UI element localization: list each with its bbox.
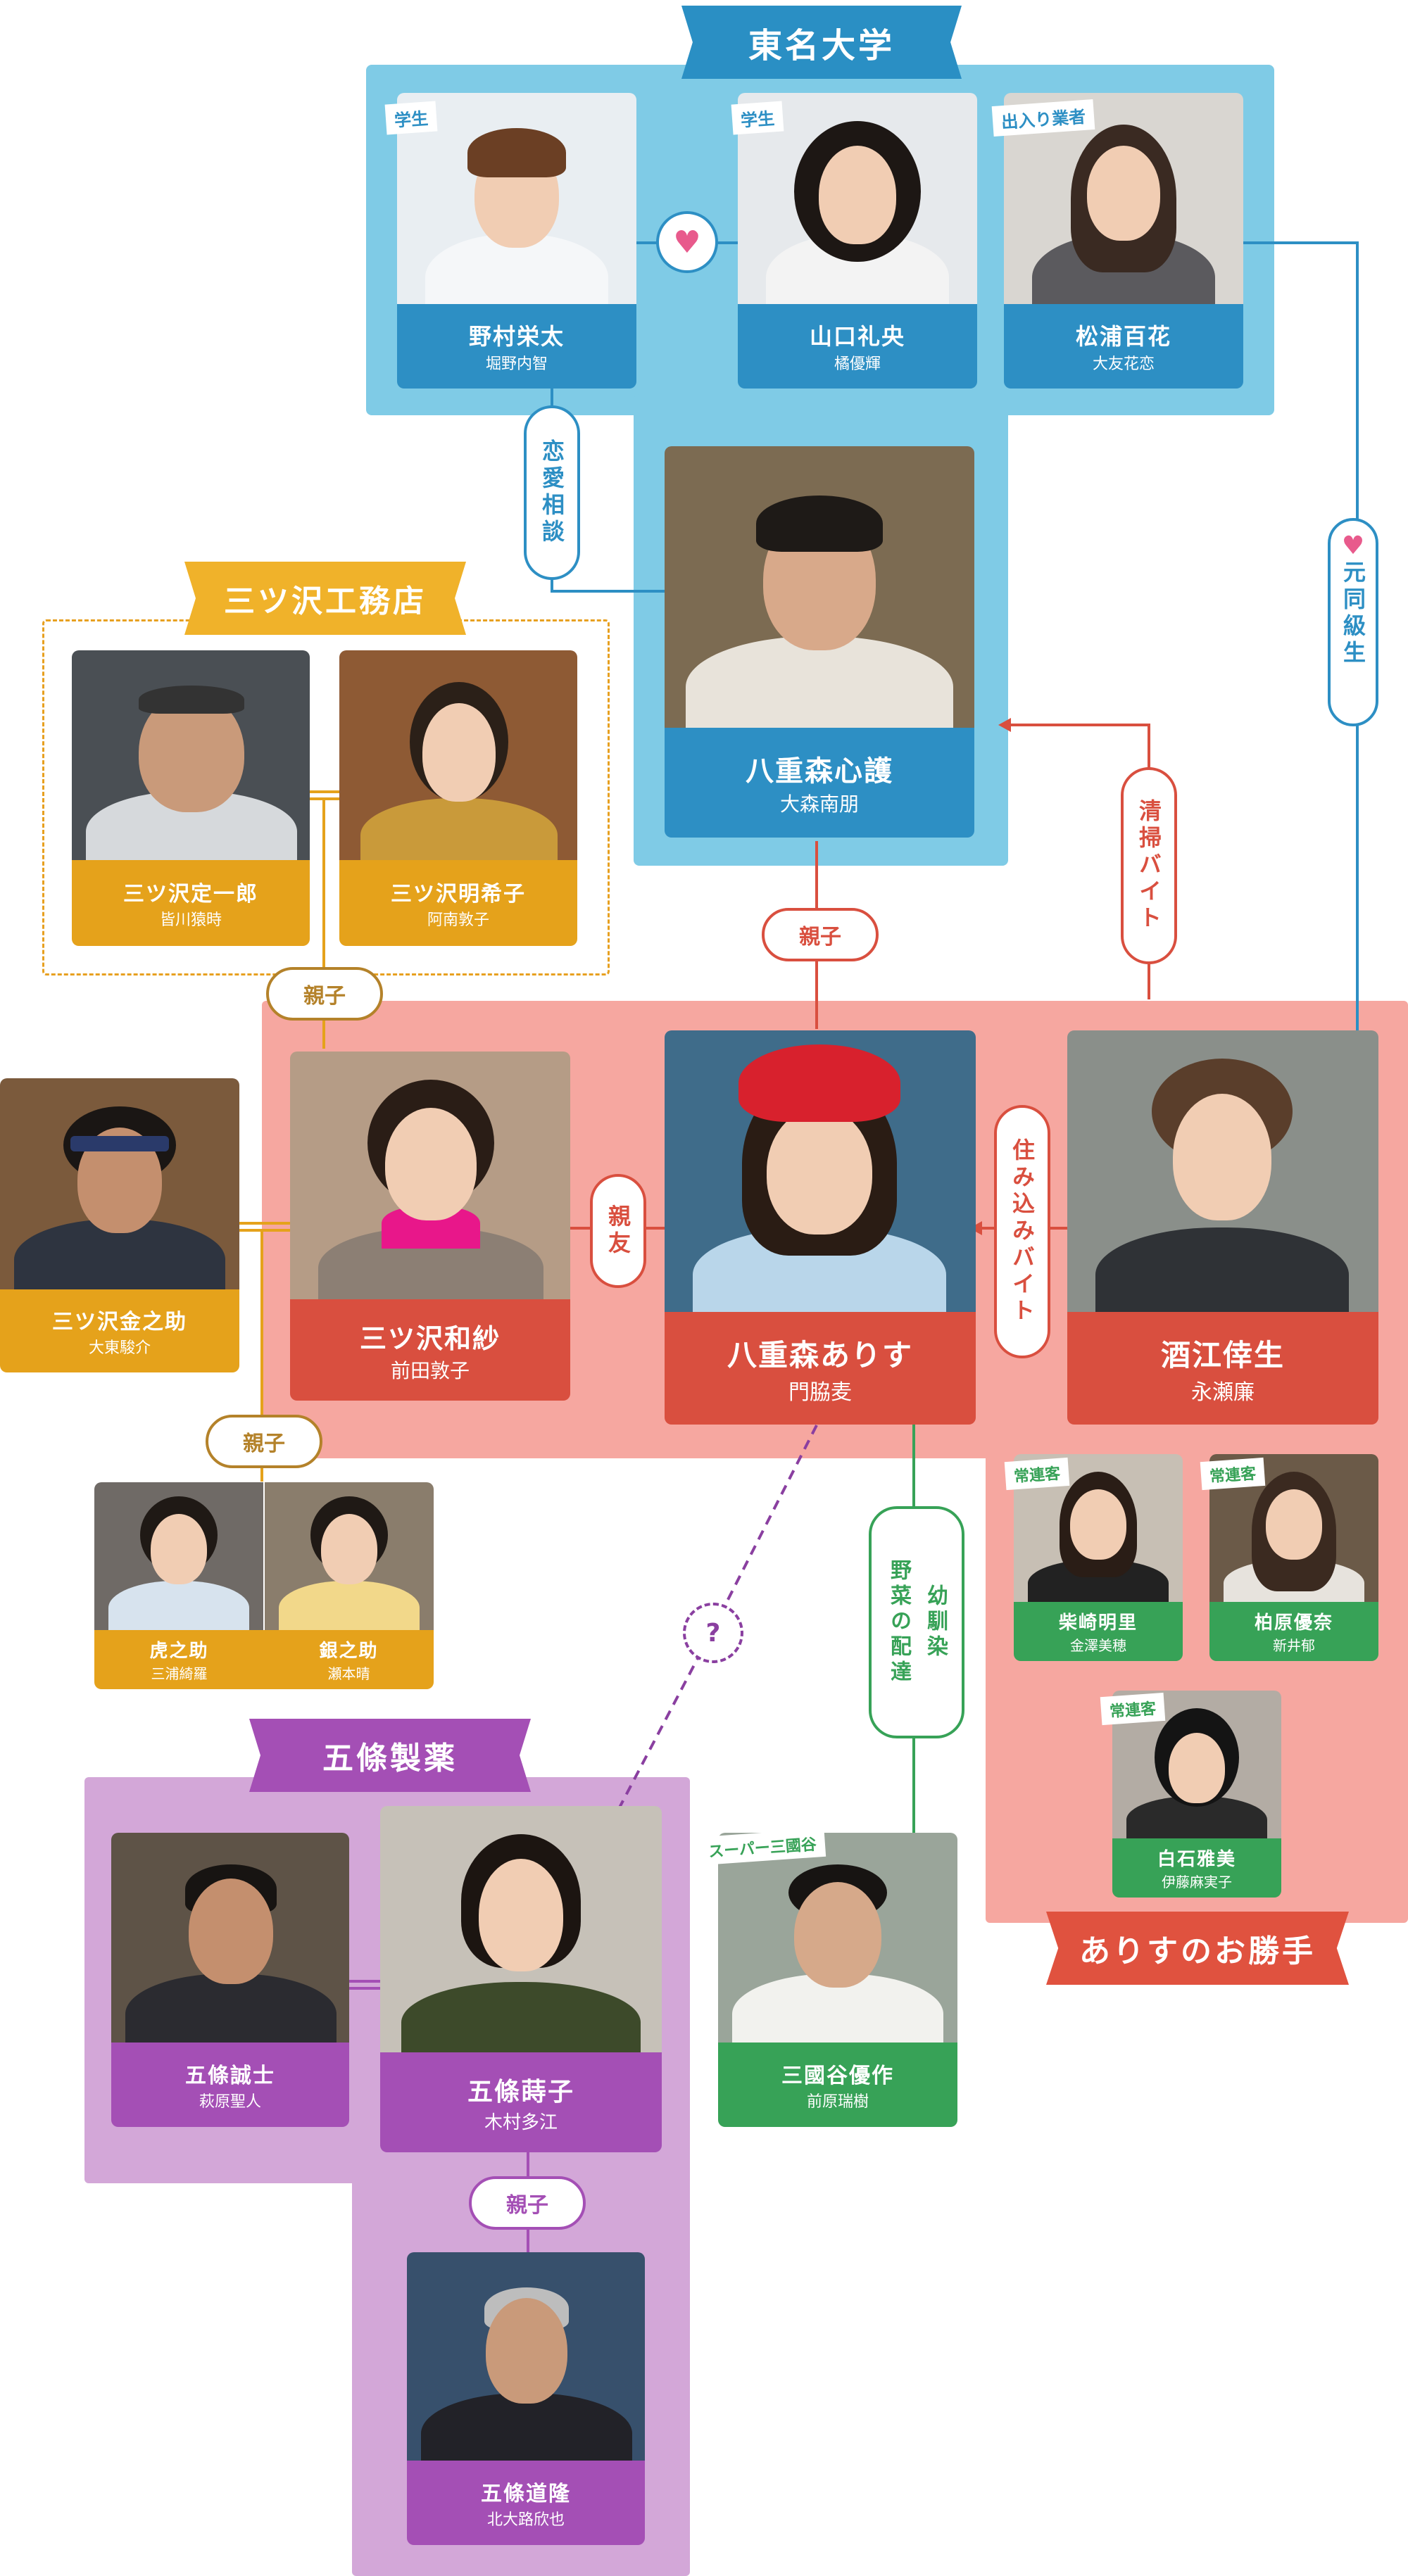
actor-name: 門脇麦 xyxy=(788,1375,852,1406)
character-card-gojo-yoshiko[interactable]: 五條蒔子 木村多江 xyxy=(380,1806,662,2152)
actor-name: 堀野内智 xyxy=(486,351,548,374)
portrait-photo xyxy=(665,446,974,728)
character-card-nomura[interactable]: 野村栄太 堀野内智 xyxy=(397,93,636,389)
character-name: 虎之助 xyxy=(149,1636,208,1662)
portrait-photo xyxy=(0,1078,239,1289)
character-name: 野村栄太 xyxy=(469,319,565,351)
relation-moto-doukyuusei: ♥ 元同級生 xyxy=(1328,518,1378,726)
actor-name: 新井郁 xyxy=(1273,1634,1315,1655)
character-card-mitsuzawa-akiko[interactable]: 三ツ沢明希子 阿南敦子 xyxy=(339,650,577,946)
actor-name: 皆川猿時 xyxy=(160,907,222,930)
character-card-sakae-ryo[interactable]: 酒江倖生 永瀬廉 xyxy=(1067,1030,1378,1425)
group-banner-tomei: 東名大学 xyxy=(681,6,962,79)
relation-question: ? xyxy=(683,1603,743,1663)
actor-name: 橘優輝 xyxy=(834,351,881,374)
portrait-photo xyxy=(380,1806,662,2052)
character-name: 三ツ沢和紗 xyxy=(360,1317,501,1356)
relation-oyako-mitsuzawa: 親子 xyxy=(266,967,383,1021)
actor-name: 大森南朋 xyxy=(780,789,859,817)
character-name: 八重森ありす xyxy=(727,1332,913,1375)
character-card-matsuura[interactable]: 松浦百花 大友花恋 xyxy=(1004,93,1243,389)
actor-name: 北大路欣也 xyxy=(487,2507,565,2530)
tag-regular-shibasaki: 常連客 xyxy=(1005,1458,1070,1490)
actor-name: 前田敦子 xyxy=(391,1356,470,1384)
portrait-photo-toranosuke xyxy=(94,1482,263,1630)
character-name: 酒江倖生 xyxy=(1161,1332,1285,1375)
character-card-yaemori-shingo[interactable]: 八重森心護 大森南朋 xyxy=(665,446,974,838)
tag-regular-kashiwabara: 常連客 xyxy=(1200,1458,1266,1490)
character-card-mitsuzawa-teiichiro[interactable]: 三ツ沢定一郎 皆川猿時 xyxy=(72,650,310,946)
actor-name: 瀬本晴 xyxy=(328,1662,370,1683)
actor-name: 大東駿介 xyxy=(89,1335,151,1358)
character-name: 三ツ沢明希子 xyxy=(391,876,526,907)
character-name: 山口礼央 xyxy=(810,319,905,351)
portrait-photo xyxy=(111,1833,349,2043)
character-name: 五條道隆 xyxy=(481,2476,571,2507)
portrait-photo xyxy=(290,1052,570,1299)
relation-shinyu: 親友 xyxy=(590,1174,646,1288)
actor-name: 大友花恋 xyxy=(1093,351,1155,374)
relation-seisou-baito: 清掃バイト xyxy=(1121,767,1177,964)
actor-name: 萩原聖人 xyxy=(199,2089,261,2111)
relation-moto-doukyuusei-label: 元同級生 xyxy=(1337,560,1369,667)
relation-oyako-gojo: 親子 xyxy=(469,2176,586,2230)
character-name: 柏原優奈 xyxy=(1255,1608,1333,1634)
character-name: 三ツ沢定一郎 xyxy=(123,876,258,907)
character-card-yamaguchi[interactable]: 山口礼央 橘優輝 xyxy=(738,93,977,389)
relation-oyako-shingo-arisu: 親子 xyxy=(762,908,879,961)
actor-name: 前原瑞樹 xyxy=(807,2089,869,2111)
tag-student-nomura: 学生 xyxy=(385,101,438,135)
tag-student-yamaguchi: 学生 xyxy=(731,101,784,135)
relation-osananajimi-label: 幼馴染 xyxy=(919,1584,950,1660)
relation-sumikomi-baito: 住み込みバイト xyxy=(994,1105,1050,1358)
portrait-photo xyxy=(665,1030,976,1312)
character-name: 五條誠士 xyxy=(185,2058,275,2089)
character-name: 三ツ沢金之助 xyxy=(52,1304,187,1335)
tag-regular-shiraishi: 常連客 xyxy=(1100,1693,1166,1725)
group-banner-gojo: 五條製薬 xyxy=(249,1719,531,1792)
character-card-gojo-michitaka[interactable]: 五條道隆 北大路欣也 xyxy=(407,2252,645,2545)
group-banner-mitsuzawa: 三ツ沢工務店 xyxy=(184,562,466,635)
portrait-photo xyxy=(339,650,577,860)
character-card-gojo-seiji[interactable]: 五條誠士 萩原聖人 xyxy=(111,1833,349,2127)
portrait-photo xyxy=(407,2252,645,2461)
heart-badge: ♥ xyxy=(656,211,718,273)
character-name: 白石雅美 xyxy=(1157,1845,1236,1871)
actor-name: 阿南敦子 xyxy=(427,907,489,930)
group-banner-arisu: ありすのお勝手 xyxy=(1046,1912,1349,1985)
character-name: 五條蒔子 xyxy=(467,2071,574,2108)
actor-name: 金澤美穂 xyxy=(1070,1634,1126,1655)
character-card-mitsuzawa-kazusa[interactable]: 三ツ沢和紗 前田敦子 xyxy=(290,1052,570,1401)
character-card-yaemori-arisu[interactable]: 八重森ありす 門脇麦 xyxy=(665,1030,976,1425)
portrait-photo xyxy=(718,1833,957,2043)
character-name: 八重森心護 xyxy=(746,748,893,789)
character-card-mikuniya[interactable]: 三國谷優作 前原瑞樹 xyxy=(718,1833,957,2127)
portrait-photo-ginnosuke xyxy=(265,1482,434,1630)
relation-oyako-kazusa: 親子 xyxy=(206,1415,322,1468)
relation-yasai-haitatsu-label: 野菜の配達 xyxy=(883,1559,914,1686)
character-name: 松浦百花 xyxy=(1076,319,1171,351)
portrait-photo xyxy=(1067,1030,1378,1312)
relation-renai-soudan: 恋愛相談 xyxy=(524,405,580,580)
character-name: 柴崎明里 xyxy=(1059,1608,1138,1634)
actor-name: 三浦綺羅 xyxy=(151,1662,208,1683)
character-name: 三國谷優作 xyxy=(781,2058,894,2089)
portrait-photo xyxy=(72,650,310,860)
actor-name: 木村多江 xyxy=(484,2108,558,2134)
character-card-mitsuzawa-kinnosuke[interactable]: 三ツ沢金之助 大東駿介 xyxy=(0,1078,239,1372)
heart-icon: ♥ xyxy=(1342,532,1364,560)
character-card-twins[interactable]: 虎之助 三浦綺羅 銀之助 瀬本晴 xyxy=(94,1482,434,1689)
actor-name: 伊藤麻実子 xyxy=(1162,1871,1232,1891)
relation-osananajimi-yasai: 幼馴染 野菜の配達 xyxy=(869,1506,964,1738)
actor-name: 永瀬廉 xyxy=(1191,1375,1255,1406)
character-name: 銀之助 xyxy=(319,1636,378,1662)
